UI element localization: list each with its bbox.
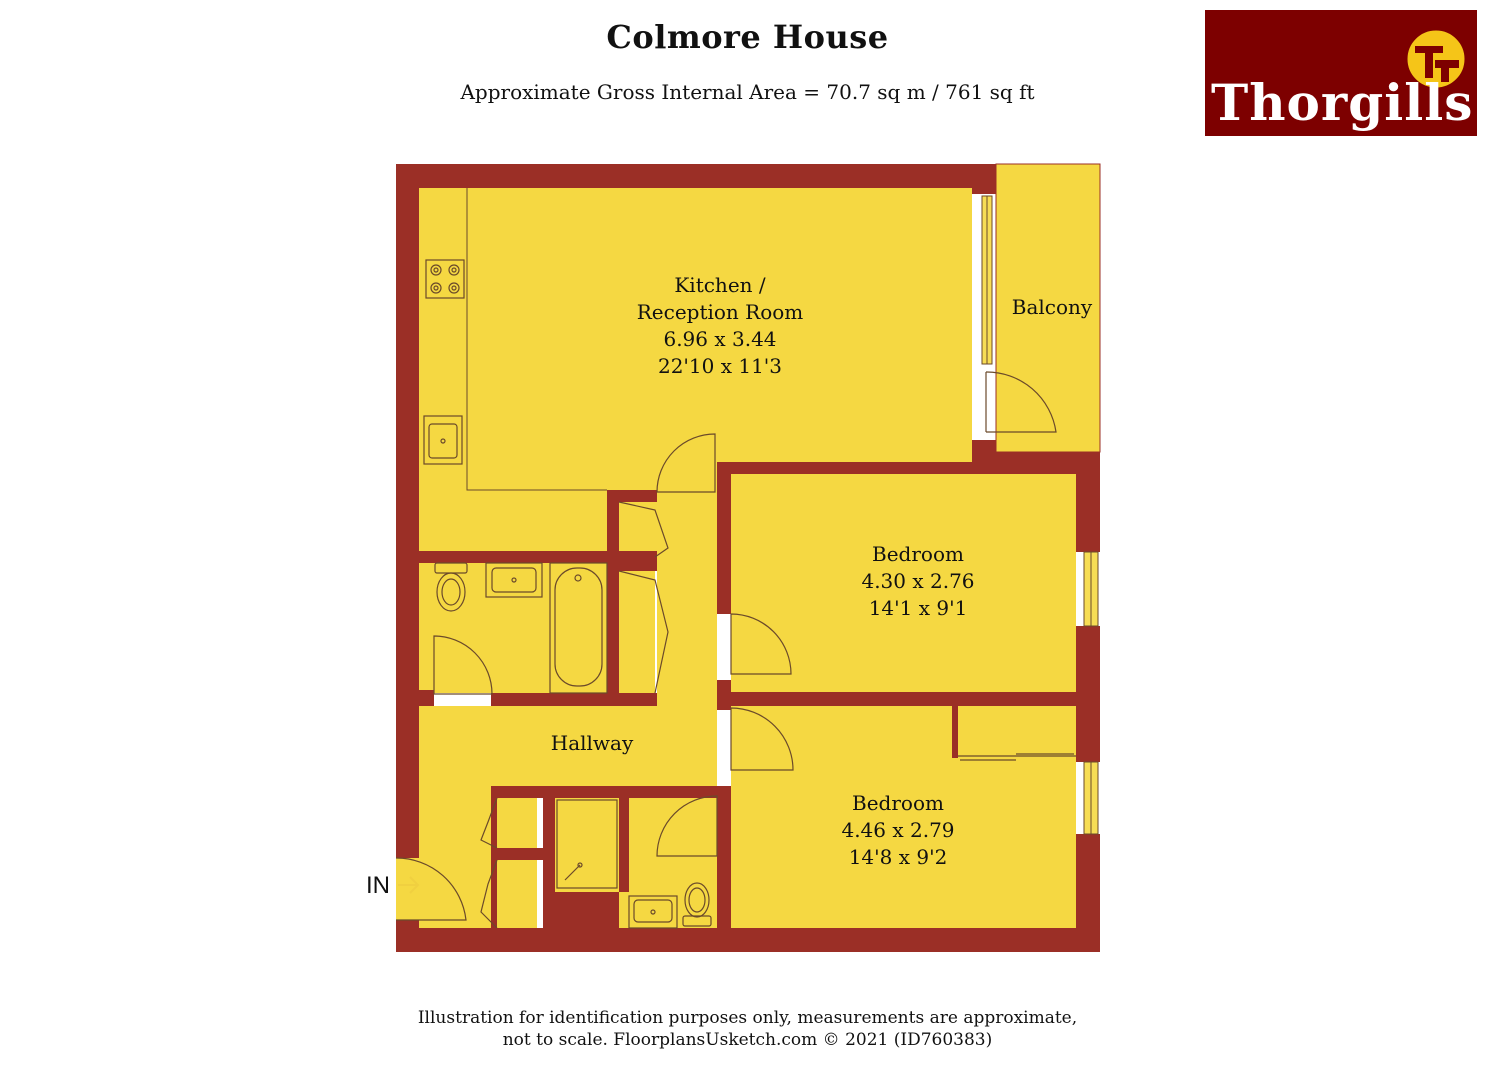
wall-cupboard-top bbox=[607, 490, 657, 502]
cupboard-floor-2 bbox=[619, 571, 655, 693]
wall-ensuite-right bbox=[619, 786, 629, 892]
bedroom1-imperial: 14'1 x 9'1 bbox=[868, 596, 968, 620]
ensuite-lower-floor bbox=[621, 796, 717, 928]
disclaimer-footer: Illustration for identification purposes… bbox=[0, 1007, 1495, 1051]
wall-ensuite-left bbox=[543, 786, 555, 928]
bath-icon bbox=[549, 562, 608, 694]
cupboard-floor-4 bbox=[497, 860, 537, 928]
cupboard-door-4 bbox=[480, 859, 498, 929]
kitchen-sink-icon bbox=[423, 415, 463, 465]
outer-wall-bottom bbox=[396, 928, 1100, 952]
wall-bathroom-right bbox=[607, 490, 619, 706]
entrance-door bbox=[395, 857, 467, 921]
wall-bathroom-bottom bbox=[491, 693, 657, 706]
kitchen-wall-right-top bbox=[972, 164, 996, 194]
bedroom1-name: Bedroom bbox=[872, 542, 964, 566]
entrance-label: IN bbox=[366, 872, 390, 899]
cupboard-floor-1 bbox=[619, 502, 655, 557]
wall-bed1-top bbox=[717, 462, 1100, 474]
entrance-floor bbox=[419, 780, 491, 928]
outer-wall-top bbox=[396, 164, 996, 188]
outer-wall-left-upper bbox=[396, 164, 419, 858]
hob-icon bbox=[425, 259, 465, 299]
bedroom1-door bbox=[730, 613, 792, 675]
kitchen-name-line2: Reception Room bbox=[636, 300, 804, 324]
page-title: Colmore House bbox=[606, 18, 889, 56]
cupboard-floor-3 bbox=[497, 798, 537, 848]
hallway-floor bbox=[419, 706, 717, 786]
bedroom2-imperial: 14'8 x 9'2 bbox=[848, 845, 948, 869]
disclaimer-line1: Illustration for identification purposes… bbox=[417, 1008, 1078, 1028]
wall-bed-divider-stub bbox=[717, 680, 731, 710]
wall-bed1-left bbox=[717, 474, 731, 614]
bedroom1-metric: 4.30 x 2.76 bbox=[861, 569, 975, 593]
cupboard-door-2 bbox=[618, 570, 669, 694]
disclaimer-line2: not to scale. FloorplansUsketch.com © 20… bbox=[502, 1030, 993, 1050]
wall-ensuite-base bbox=[555, 892, 619, 928]
balcony-name: Balcony bbox=[1011, 295, 1093, 319]
walls bbox=[396, 164, 1100, 952]
shower-icon bbox=[556, 799, 618, 889]
bedroom2-name: Bedroom bbox=[852, 791, 944, 815]
wall-cupboard-lower bbox=[491, 848, 543, 860]
bathroom-basin-icon bbox=[485, 562, 543, 598]
ensuite-door bbox=[656, 795, 718, 857]
entrance-arrow-icon bbox=[398, 876, 420, 894]
wall-hallway-bottom bbox=[491, 786, 717, 798]
kitchen-door bbox=[656, 433, 716, 493]
hallway-corridor-floor bbox=[657, 490, 717, 710]
balcony-floor bbox=[995, 163, 1101, 453]
area-subtitle: Approximate Gross Internal Area = 70.7 s… bbox=[460, 80, 1035, 104]
wall-bed2-left bbox=[717, 786, 731, 928]
cupboard-door-3 bbox=[480, 797, 498, 849]
hallway-name: Hallway bbox=[550, 731, 634, 755]
ensuite-basin-icon bbox=[628, 895, 678, 929]
hallway-label: Hallway bbox=[551, 730, 634, 757]
thorgills-emblem-icon bbox=[1404, 27, 1468, 91]
balcony-door bbox=[985, 371, 1057, 433]
bedroom2-floor bbox=[731, 706, 1076, 928]
entrance-step-floor bbox=[396, 858, 420, 920]
bathroom-floor bbox=[419, 563, 607, 693]
bathroom-door bbox=[433, 635, 493, 695]
logo-text: Thorgills bbox=[1211, 73, 1474, 132]
wall-cupboard-mid bbox=[607, 557, 657, 571]
bedroom2-label: Bedroom 4.46 x 2.79 14'8 x 9'2 bbox=[841, 790, 954, 871]
bedroom2-metric: 4.46 x 2.79 bbox=[841, 818, 955, 842]
doors bbox=[395, 371, 1057, 929]
toilet-icon bbox=[434, 562, 468, 612]
wardrobe-icon bbox=[958, 753, 1076, 761]
wall-bathroom-bottom-left bbox=[396, 690, 434, 706]
wall-wardrobe bbox=[952, 706, 958, 758]
windows bbox=[981, 195, 1099, 835]
outer-wall-right-lower bbox=[1076, 834, 1100, 952]
thorgills-logo: Thorgills bbox=[1205, 10, 1477, 136]
kitchen-imperial: 22'10 x 11'3 bbox=[657, 354, 783, 378]
wall-bed-divider bbox=[717, 692, 1100, 706]
balcony-label: Balcony bbox=[1012, 294, 1092, 321]
kitchen-metric: 6.96 x 3.44 bbox=[663, 327, 777, 351]
wall-bathroom-top bbox=[396, 551, 657, 563]
kitchen-name-line1: Kitchen / bbox=[674, 273, 766, 297]
ensuite-toilet-icon bbox=[682, 882, 712, 927]
kitchen-label: Kitchen / Reception Room 6.96 x 3.44 22'… bbox=[637, 272, 804, 380]
cupboard-door-1 bbox=[618, 501, 669, 558]
kitchen-worktop bbox=[466, 188, 607, 491]
bedroom2-door bbox=[730, 707, 794, 771]
bedroom1-label: Bedroom 4.30 x 2.76 14'1 x 9'1 bbox=[861, 541, 974, 622]
